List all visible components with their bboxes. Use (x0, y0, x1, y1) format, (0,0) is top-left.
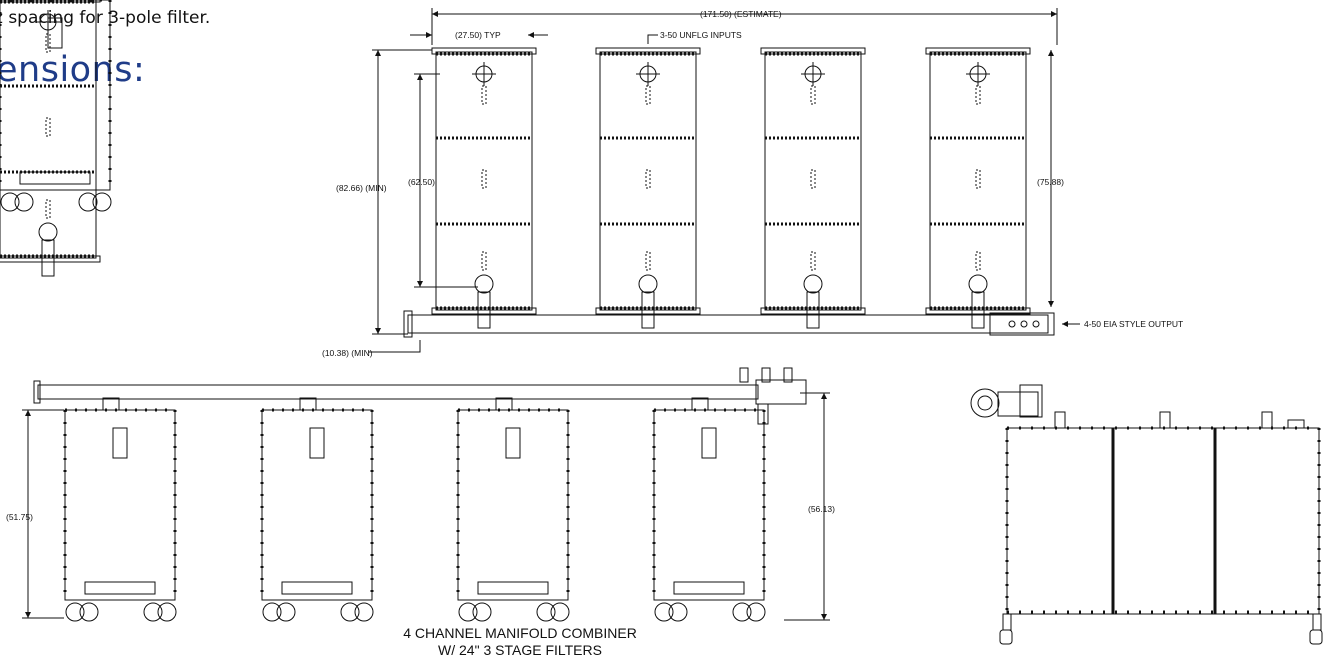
right-height-label: (75.88) (1037, 177, 1064, 187)
top-manifold-pipe (407, 314, 1049, 334)
caption-line2: W/ 24" 3 STAGE FILTERS (438, 642, 602, 658)
inputs-label: 3-50 UNFLG INPUTS (660, 30, 742, 40)
front-manifold-pipe (37, 384, 759, 400)
top-view (0, 0, 1080, 353)
front-view (0, 0, 830, 623)
output-label: 4-50 EIA STYLE OUTPUT (1084, 319, 1183, 329)
overall-width-label: (171.50) (ESTIMATE) (700, 9, 782, 19)
caption-line1: 4 CHANNEL MANIFOLD COMBINER (403, 625, 637, 641)
side-cabinet (1006, 427, 1320, 615)
typ-spacing-label: (27.50) TYP (455, 30, 501, 40)
front-right-height-label: (56.13) (808, 504, 835, 514)
section-heading: ensions: (0, 50, 146, 90)
bottom-offset-label: (10.38) (MIN) (322, 348, 373, 358)
overall-height-label: (82.66) (MIN) (336, 183, 387, 193)
side-view (970, 384, 1323, 645)
front-left-height-label: (51.75) (6, 512, 33, 522)
output-coupler (989, 312, 1055, 336)
filter-height-label: (62.50) (408, 177, 435, 187)
intro-text: z spacing for 3-pole filter. (0, 8, 211, 28)
